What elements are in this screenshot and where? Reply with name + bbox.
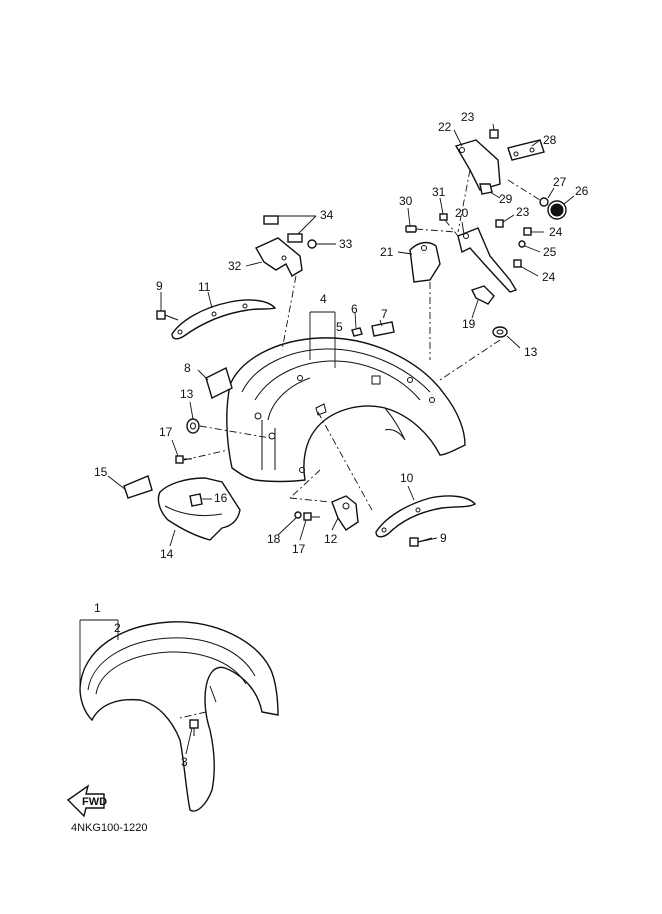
callout-16: 16 <box>214 491 228 505</box>
callout-2: 2 <box>114 621 121 635</box>
part-20-bracket <box>457 227 518 293</box>
part-28-bracket <box>507 139 545 161</box>
part-21-mount <box>409 241 441 283</box>
leader-lines <box>79 123 575 755</box>
part-12-bracket <box>331 495 359 531</box>
callout-17b: 17 <box>292 542 306 556</box>
callout-23b: 23 <box>516 205 530 219</box>
callout-3: 3 <box>181 755 188 769</box>
part-10-rail <box>375 495 477 538</box>
callout-10: 10 <box>400 471 414 485</box>
callout-30: 30 <box>399 194 413 208</box>
part-34-tab-b <box>287 233 303 243</box>
callout-labels: 1 2 3 4 5 6 7 8 9 9 10 11 12 13 13 14 15… <box>94 110 589 769</box>
callout-29: 29 <box>499 192 513 206</box>
callout-4: 4 <box>320 292 327 306</box>
part-3-bolt <box>189 719 199 736</box>
callout-9a: 9 <box>156 279 163 293</box>
callout-12: 12 <box>324 532 338 546</box>
rear-fender <box>226 337 466 483</box>
callout-8: 8 <box>184 361 191 375</box>
callout-34: 34 <box>320 208 334 222</box>
callout-17a: 17 <box>159 425 173 439</box>
part-31-nut <box>439 213 448 221</box>
callout-9b: 9 <box>440 531 447 545</box>
callout-24a: 24 <box>549 225 563 239</box>
callout-6: 6 <box>351 302 358 316</box>
callout-32: 32 <box>228 259 242 273</box>
part-33-nut <box>307 239 317 249</box>
diagram-code: 4NKG100-1220 <box>71 822 147 834</box>
svg-text:FWD: FWD <box>82 796 107 808</box>
part-26-lens <box>547 200 567 220</box>
part-27-washer <box>539 197 549 207</box>
callout-14: 14 <box>160 547 174 561</box>
callout-28: 28 <box>543 133 557 147</box>
part-32-bracket <box>255 237 303 277</box>
callout-33: 33 <box>339 237 353 251</box>
part-24-bolt-a <box>523 227 532 236</box>
callout-15: 15 <box>94 465 108 479</box>
part-9-bolt-b <box>409 537 433 547</box>
callout-1: 1 <box>94 601 101 615</box>
callout-23a: 23 <box>461 110 475 124</box>
callout-31: 31 <box>432 185 446 199</box>
part-17-bolt-a <box>175 455 192 464</box>
assembly-lines <box>179 169 541 719</box>
fwd-arrow-icon: FWD <box>66 784 107 818</box>
callout-18: 18 <box>267 532 281 546</box>
part-34-tab-a <box>263 215 279 225</box>
callout-22: 22 <box>438 120 452 134</box>
part-13-grommet-a <box>186 418 200 434</box>
callout-24b: 24 <box>542 270 556 284</box>
callout-26: 26 <box>575 184 589 198</box>
part-13-grommet-b <box>492 326 508 338</box>
part-9-bolt-a <box>156 310 179 321</box>
front-fender <box>79 621 279 812</box>
part-30-pin <box>405 225 417 233</box>
part-7-label <box>371 321 395 337</box>
part-23-bolt-b <box>495 219 504 228</box>
part-24-bolt-b <box>513 259 522 268</box>
part-25-washer <box>518 240 526 248</box>
part-8-plate <box>205 367 233 399</box>
callout-7: 7 <box>381 307 388 321</box>
part-11-rail <box>171 299 277 340</box>
callout-20: 20 <box>455 206 469 220</box>
part-29-nut <box>479 183 493 195</box>
callout-21: 21 <box>380 245 394 259</box>
part-16-clip <box>189 493 203 507</box>
part-19-clamp <box>471 285 495 305</box>
part-23-bolt-a <box>489 129 499 139</box>
callout-11: 11 <box>198 280 211 294</box>
part-18-washer <box>294 511 302 519</box>
part-14-cover <box>157 477 241 541</box>
callout-19: 19 <box>462 317 476 331</box>
part-6-nut <box>351 327 363 337</box>
part-15-plate <box>123 475 153 499</box>
part-17-bolt-b <box>303 512 320 521</box>
callout-13a: 13 <box>180 387 194 401</box>
callout-27: 27 <box>553 175 567 189</box>
callout-25: 25 <box>543 245 557 259</box>
callout-13b: 13 <box>524 345 538 359</box>
callout-5: 5 <box>336 320 343 334</box>
